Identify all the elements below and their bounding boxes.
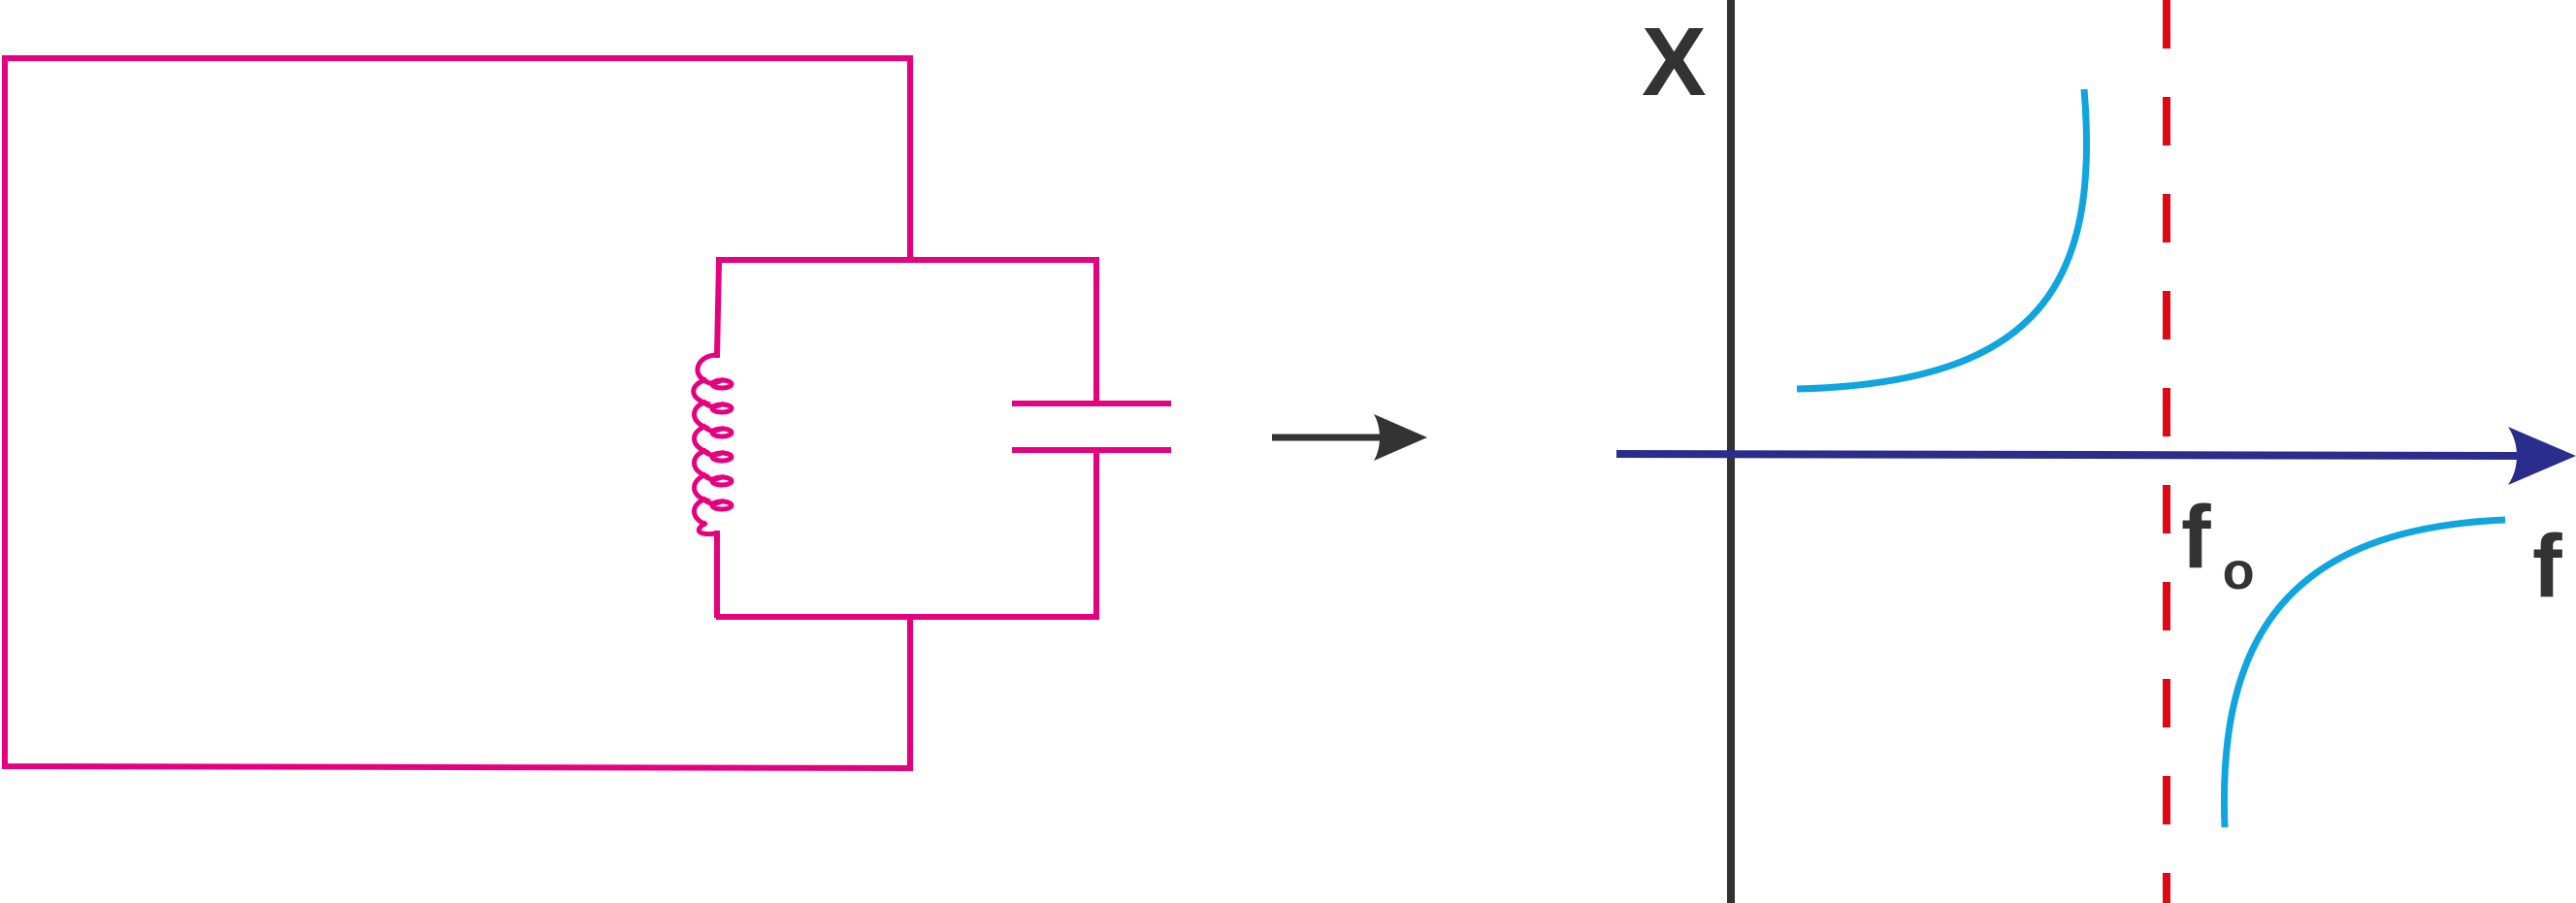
- outer-wire-loop: [2, 55, 913, 772]
- inductor-top-lead: [713, 258, 723, 359]
- transform-arrow: [1272, 414, 1427, 461]
- frequency-axis-arrowhead: [2508, 427, 2576, 485]
- resonance-frequency-label-main: f: [2181, 488, 2211, 587]
- resonance-frequency-label-subscript: o: [2223, 542, 2255, 600]
- inductive-reactance-curve: [1796, 88, 2090, 393]
- transform-arrow-head: [1374, 414, 1427, 461]
- inductor-coil: [691, 352, 734, 536]
- parallel-lc-circuit: [2, 55, 1171, 772]
- frequency-axis-label: f: [2532, 517, 2562, 616]
- capacitive-reactance-curve: [2220, 516, 2506, 828]
- reactance-axis-label: X: [1642, 8, 1707, 116]
- frequency-axis: [1615, 450, 2524, 460]
